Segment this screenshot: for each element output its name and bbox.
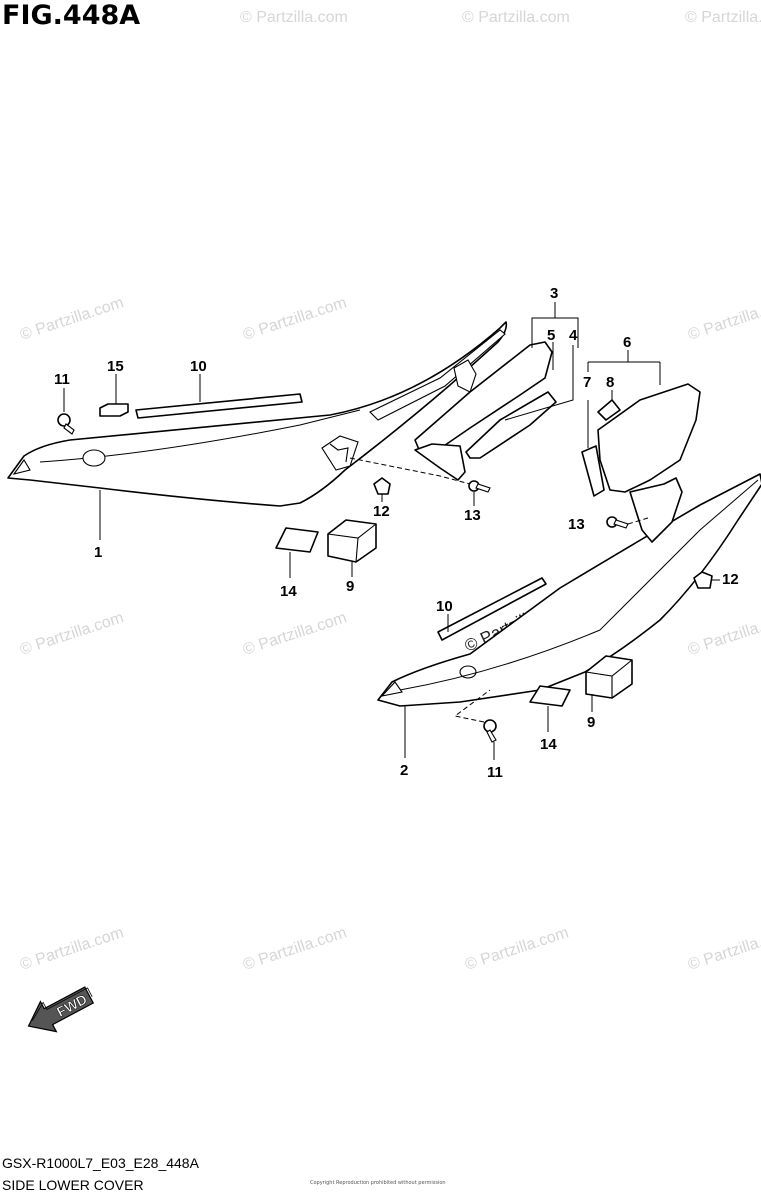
callout-6[interactable]: 6 <box>623 334 631 351</box>
watermark: © Partzilla.com <box>241 609 349 658</box>
watermark: © Partzilla.com <box>241 924 349 973</box>
part-11-screw-right[interactable] <box>453 689 497 760</box>
model-code: GSX-R1000L7_E03_E28_448A <box>2 1155 199 1171</box>
copyright-notice: Copyright Reproduction prohibited withou… <box>310 1180 446 1186</box>
part-10-tape-left[interactable] <box>135 374 303 419</box>
part-12-clip-left[interactable] <box>373 477 391 502</box>
part-10-tape-right[interactable] <box>437 577 547 641</box>
callout-1[interactable]: 1 <box>94 544 102 561</box>
part-13-bolt-lower[interactable] <box>606 516 649 529</box>
watermark: © Partzilla.com <box>241 294 349 343</box>
callout-12-left[interactable]: 12 <box>373 503 390 520</box>
callout-13-upper[interactable]: 13 <box>464 507 481 524</box>
fwd-arrow: FWD <box>27 986 95 1033</box>
callout-12-right[interactable]: 12 <box>722 571 739 588</box>
part-9-cushion-left[interactable] <box>327 519 377 577</box>
part-9-cushion-right[interactable] <box>585 655 633 712</box>
part-11-screw-left[interactable] <box>57 388 75 435</box>
callout-11-right[interactable]: 11 <box>487 764 503 781</box>
section-name: SIDE LOWER COVER <box>2 1177 144 1193</box>
part-3-bracket-assy[interactable] <box>414 302 579 481</box>
callout-14-left[interactable]: 14 <box>280 583 297 600</box>
part-14-pad-right[interactable] <box>529 685 571 732</box>
callout-5[interactable]: 5 <box>547 327 555 344</box>
callout-2[interactable]: 2 <box>400 762 408 779</box>
part-14-pad-left[interactable] <box>275 527 319 578</box>
callout-9-left[interactable]: 9 <box>346 578 354 595</box>
part-2-side-lower-cover-right[interactable] <box>377 473 761 758</box>
part-1-side-lower-cover-left[interactable] <box>7 321 508 540</box>
watermark: © Partzilla.com <box>685 9 761 26</box>
watermark: © Partzilla.com <box>240 9 348 26</box>
watermark: © Partzilla.com <box>18 294 126 343</box>
callout-11-left[interactable]: 11 <box>54 371 70 388</box>
callout-3[interactable]: 3 <box>550 285 558 302</box>
part-15-cushion[interactable] <box>99 374 129 417</box>
watermark: © Partzilla.com <box>686 609 761 658</box>
callout-10-left[interactable]: 10 <box>190 358 207 375</box>
part-13-bolt-upper[interactable] <box>349 457 491 506</box>
part-6-bracket-assy[interactable] <box>581 350 701 543</box>
watermark: © Partzilla.com <box>462 9 570 26</box>
watermark: © Partzilla.com <box>686 294 761 343</box>
callout-9-right[interactable]: 9 <box>587 714 595 731</box>
callout-15[interactable]: 15 <box>107 358 124 375</box>
callout-4[interactable]: 4 <box>569 327 578 344</box>
watermark: © Partzilla.com <box>686 924 761 973</box>
callout-10-right[interactable]: 10 <box>436 598 453 615</box>
figure-title: FIG.448A <box>2 0 141 31</box>
callout-7[interactable]: 7 <box>583 374 591 391</box>
callout-14-right[interactable]: 14 <box>540 736 557 753</box>
callout-13-lower[interactable]: 13 <box>568 516 585 533</box>
part-12-clip-right[interactable] <box>693 571 720 589</box>
watermark: © Partzilla.com <box>18 609 126 658</box>
watermark: © Partzilla.com <box>18 924 126 973</box>
callout-layer: 1 2 3 4 5 6 7 8 9 9 10 10 11 11 12 12 13… <box>54 285 739 781</box>
watermark: © Partzilla.com <box>463 924 571 973</box>
callout-8[interactable]: 8 <box>606 374 614 391</box>
